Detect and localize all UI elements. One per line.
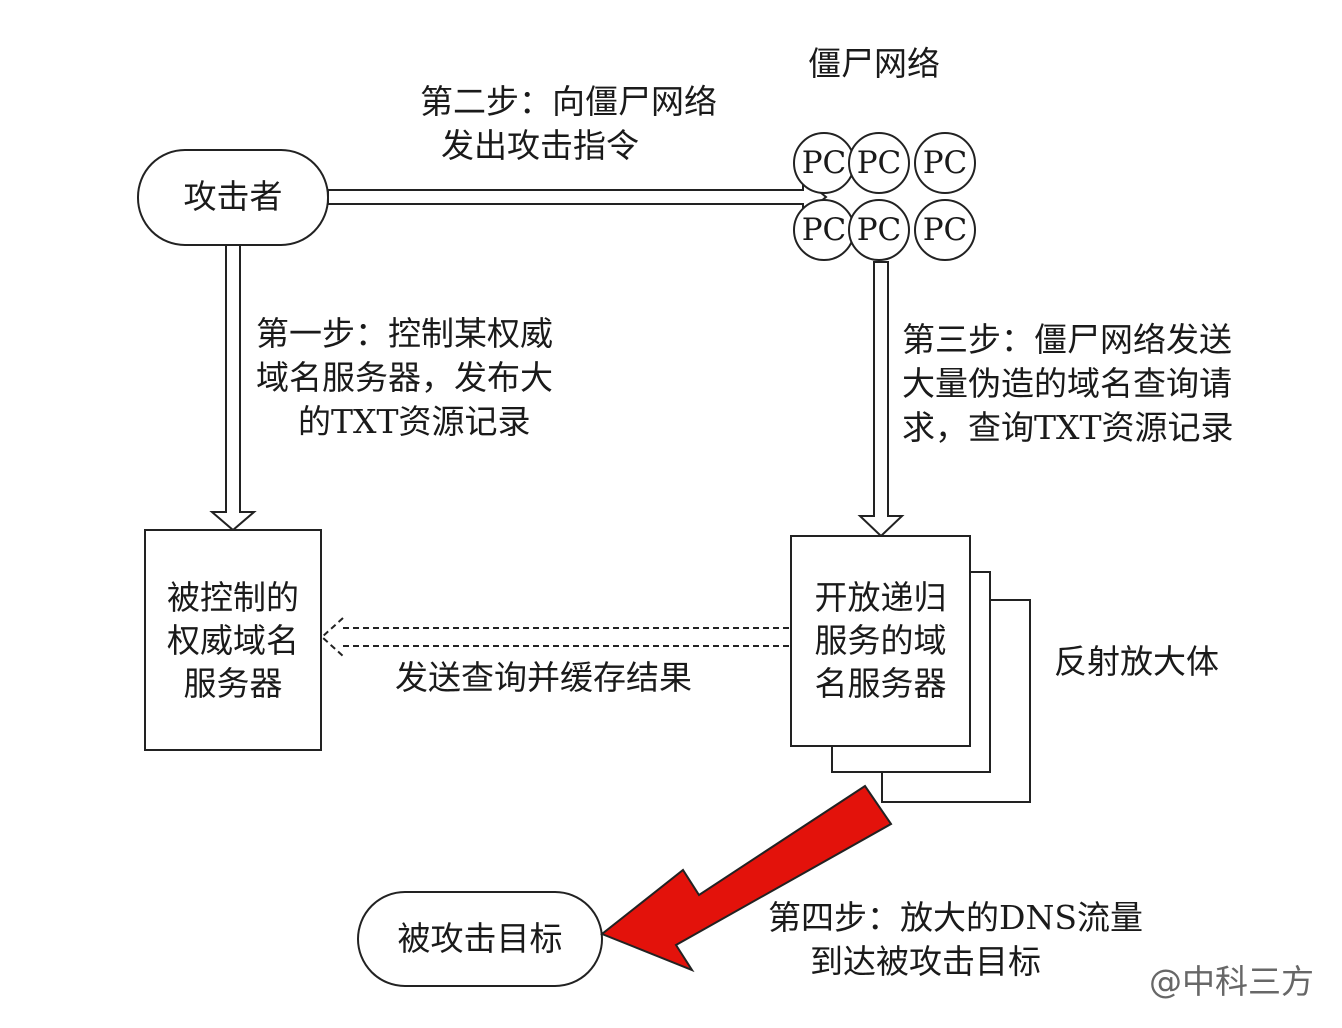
botnet-pc: PC: [848, 199, 910, 261]
arrow-botnet-to-recursive-server: [857, 261, 905, 538]
botnet-pc: PC: [848, 132, 910, 194]
step3-label: 第三步：僵尸网络发送 大量伪造的域名查询请 求，查询TXT资源记录: [902, 320, 1234, 447]
step2-label: 第二步：向僵尸网络 发出攻击指令: [420, 82, 717, 165]
attacker-label: 攻击者: [183, 177, 283, 216]
amplifier-label: 反射放大体: [1054, 642, 1219, 681]
controlled-server-label: 被控制的 权威域名 服务器: [167, 578, 299, 703]
recursive-server-label: 开放递归 服务的域 名服务器: [814, 578, 947, 703]
botnet-pc: PC: [914, 132, 976, 194]
botnet-pc: PC: [793, 199, 855, 261]
step4-label: 第四步：放大的DNS流量 到达被攻击目标: [768, 898, 1143, 981]
arrow-attacker-to-botnet: [327, 175, 828, 219]
amplified-traffic-arrow: [600, 784, 893, 973]
reflector-box-front: [790, 535, 971, 747]
botnet-pc: PC: [914, 199, 976, 261]
botnet-title: 僵尸网络: [808, 44, 940, 83]
arrow-query-cache: [320, 617, 791, 657]
controlled-server-box: [144, 529, 322, 751]
arrow-attacker-to-controlled-server: [209, 244, 257, 532]
botnet-pc: PC: [793, 132, 855, 194]
target-label: 被攻击目标: [397, 919, 563, 958]
step1-label: 第一步：控制某权威 域名服务器，发布大 的TXT资源记录: [256, 314, 553, 441]
watermark: @中科三方: [1149, 962, 1314, 1001]
target-node: [357, 891, 603, 987]
query-cache-label: 发送查询并缓存结果: [395, 658, 692, 697]
